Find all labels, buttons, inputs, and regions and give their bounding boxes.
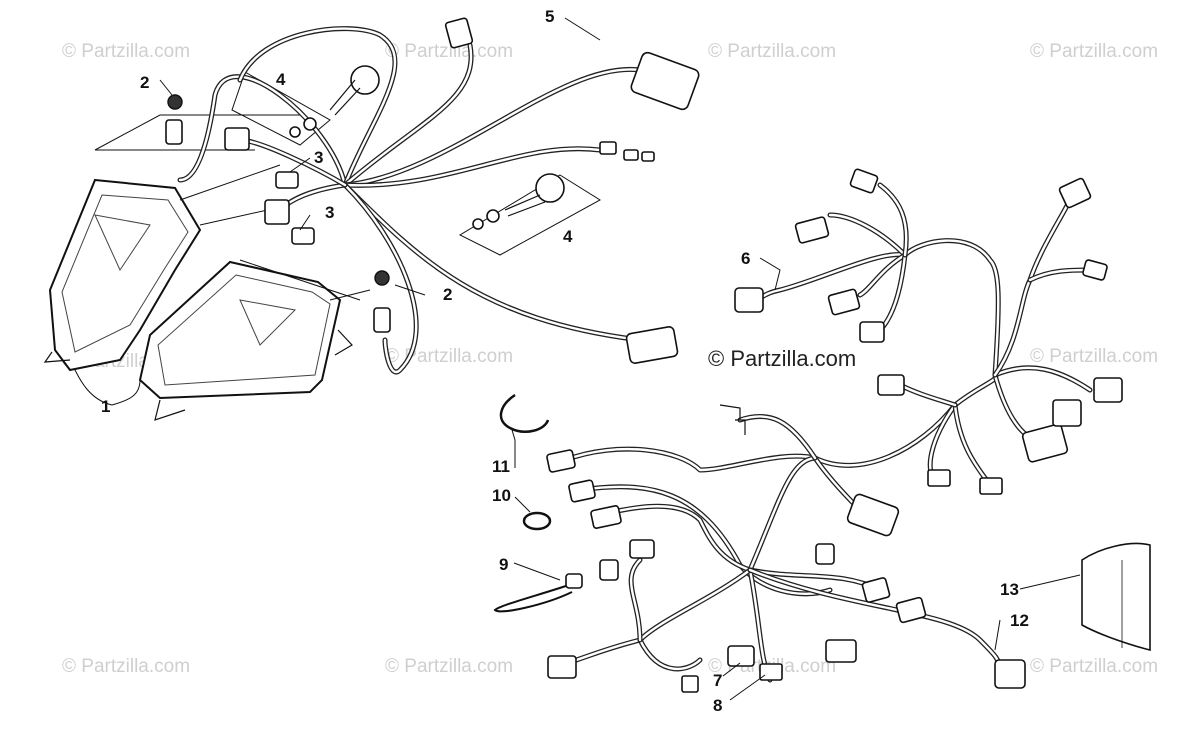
callout-4: 4 <box>276 70 286 89</box>
watermark-layer: © Partzilla.com © Partzilla.com © Partzi… <box>62 41 1158 677</box>
callout-8: 8 <box>713 696 722 715</box>
callout-5: 5 <box>545 7 554 26</box>
callout-11: 11 <box>492 457 510 476</box>
callout-13: 13 <box>1000 580 1019 599</box>
callout-12: 12 <box>1010 611 1029 630</box>
watermark-center: © Partzilla.com <box>708 346 856 371</box>
watermark: © Partzilla.com <box>1030 656 1158 677</box>
headlight-harness <box>177 26 643 375</box>
callout-7: 7 <box>713 671 722 690</box>
watermark: © Partzilla.com <box>1030 346 1158 367</box>
callout-labels: 1 2 2 3 3 4 4 5 6 7 8 9 10 11 12 13 <box>101 7 1029 715</box>
watermark: © Partzilla.com <box>385 41 513 62</box>
callout-2: 2 <box>140 73 149 92</box>
watermark: © Partzilla.com <box>1030 41 1158 62</box>
watermark: © Partzilla.com <box>385 346 513 367</box>
watermark: © Partzilla.com <box>708 41 836 62</box>
leader-lines <box>74 17 1081 701</box>
callout-4: 4 <box>563 227 573 246</box>
callout-9: 9 <box>499 555 508 574</box>
callout-10: 10 <box>492 486 511 505</box>
main-connectors <box>546 168 1123 693</box>
callout-3: 3 <box>314 148 323 167</box>
watermark: © Partzilla.com <box>62 41 190 62</box>
watermark: © Partzilla.com <box>62 656 190 677</box>
callout-3: 3 <box>325 203 334 222</box>
headlight-assembly <box>43 178 353 421</box>
watermark: © Partzilla.com <box>385 656 513 677</box>
main-harness <box>557 182 1093 683</box>
callout-6: 6 <box>741 249 750 268</box>
callout-1: 1 <box>101 397 110 416</box>
small-parts <box>493 393 1151 652</box>
headlight-connectors <box>165 17 700 364</box>
callout-2: 2 <box>443 285 452 304</box>
